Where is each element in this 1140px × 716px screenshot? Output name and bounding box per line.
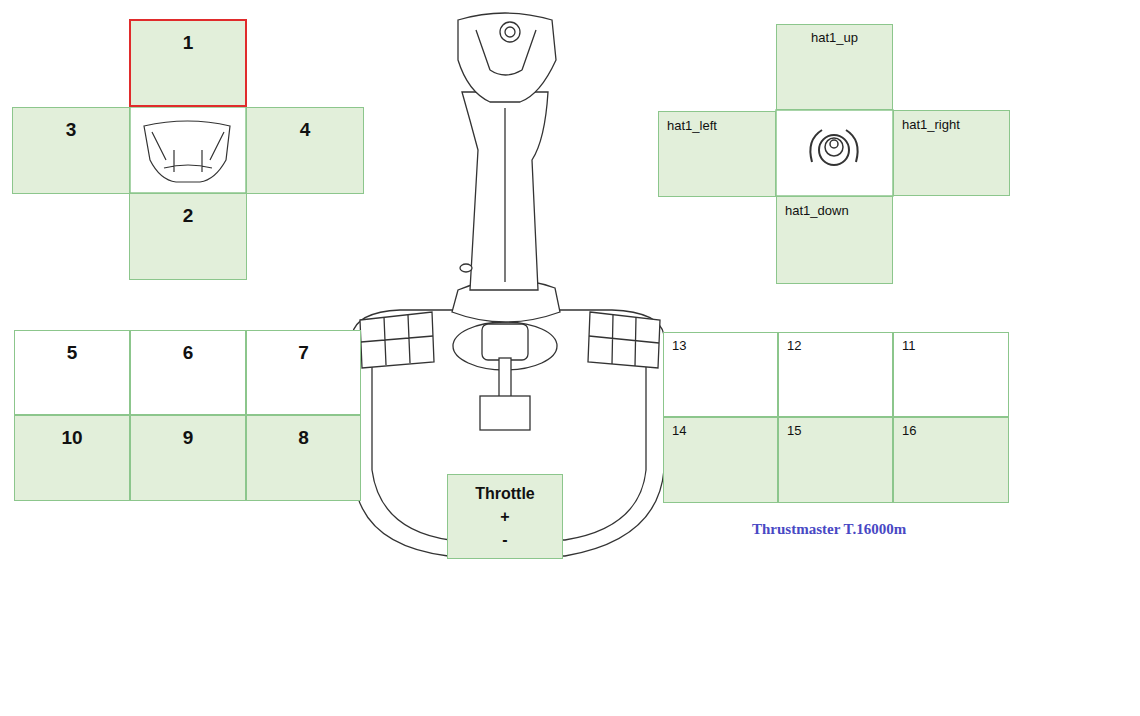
button-number: 15 <box>787 423 801 438</box>
button-box: 3 <box>12 107 130 194</box>
button-number: 10 <box>61 427 82 449</box>
button-number: 7 <box>298 342 309 364</box>
button-box: 10 <box>14 415 130 501</box>
button-box: 14 <box>663 417 778 503</box>
button-box: 16 <box>893 417 1009 503</box>
button-box: 15 <box>778 417 893 503</box>
grip-seam <box>504 108 505 282</box>
button-box: 12 <box>778 332 893 417</box>
joystick-base <box>352 310 664 556</box>
base-rim <box>372 345 646 540</box>
hat-direction-label: hat1_down <box>785 203 849 218</box>
axis-label: - <box>502 528 507 551</box>
stick-grip <box>462 92 548 290</box>
hat-ring <box>830 140 838 148</box>
button-box: 13 <box>663 332 778 417</box>
button-box: hat1_down <box>776 196 893 284</box>
button-number: 1 <box>183 32 194 54</box>
button-number: 8 <box>298 427 309 449</box>
button-box: 9 <box>130 415 246 501</box>
hat-direction-label: hat1_up <box>811 30 858 45</box>
hat-bracket <box>810 130 857 162</box>
icon-head <box>144 121 230 182</box>
button-box: Throttle+- <box>447 474 563 559</box>
button-number: 9 <box>183 427 194 449</box>
button-box: 8 <box>246 415 361 501</box>
hat-direction-label: hat1_right <box>902 117 960 132</box>
button-number: 14 <box>672 423 686 438</box>
button-number: 2 <box>183 205 194 227</box>
device-caption: Thrustmaster T.16000m <box>752 521 906 538</box>
button-box: hat1_left <box>658 111 776 197</box>
trigger <box>460 264 472 272</box>
button-cluster-lines <box>361 315 433 365</box>
button-box: 2 <box>129 193 247 280</box>
hat-ring <box>819 135 849 165</box>
button-number: 5 <box>67 342 78 364</box>
button-cluster-lines <box>589 315 659 366</box>
button-number: 11 <box>902 338 916 353</box>
center-cell <box>776 110 893 196</box>
stick-collar <box>482 324 528 360</box>
hat-ring <box>825 138 843 156</box>
button-number: 4 <box>300 119 311 141</box>
button-box: 5 <box>14 330 130 415</box>
button-number: 12 <box>787 338 801 353</box>
button-box: hat1_up <box>776 24 893 110</box>
axis-label: + <box>500 505 509 528</box>
stick-head <box>458 13 556 102</box>
center-cell <box>130 107 246 193</box>
button-box: 1 <box>129 19 247 107</box>
button-box: 4 <box>246 107 364 194</box>
button-number: 16 <box>902 423 916 438</box>
button-number: 13 <box>672 338 686 353</box>
stick-hat <box>505 27 515 37</box>
hat-icon <box>810 130 857 165</box>
button-box: 11 <box>893 332 1009 417</box>
button-box: 6 <box>130 330 246 415</box>
button-box: hat1_right <box>893 110 1010 196</box>
hat-direction-label: hat1_left <box>667 118 717 133</box>
button-cluster <box>588 312 660 368</box>
axis-label: Throttle <box>475 482 535 505</box>
stick-head-icon <box>144 121 230 182</box>
stick-hat <box>500 22 520 42</box>
stick-boot <box>480 396 530 430</box>
button-number: 6 <box>183 342 194 364</box>
button-number: 3 <box>66 119 77 141</box>
button-box: 7 <box>246 330 361 415</box>
button-cluster <box>360 312 434 368</box>
stick-stem <box>499 358 511 398</box>
icon-detail <box>152 132 224 172</box>
